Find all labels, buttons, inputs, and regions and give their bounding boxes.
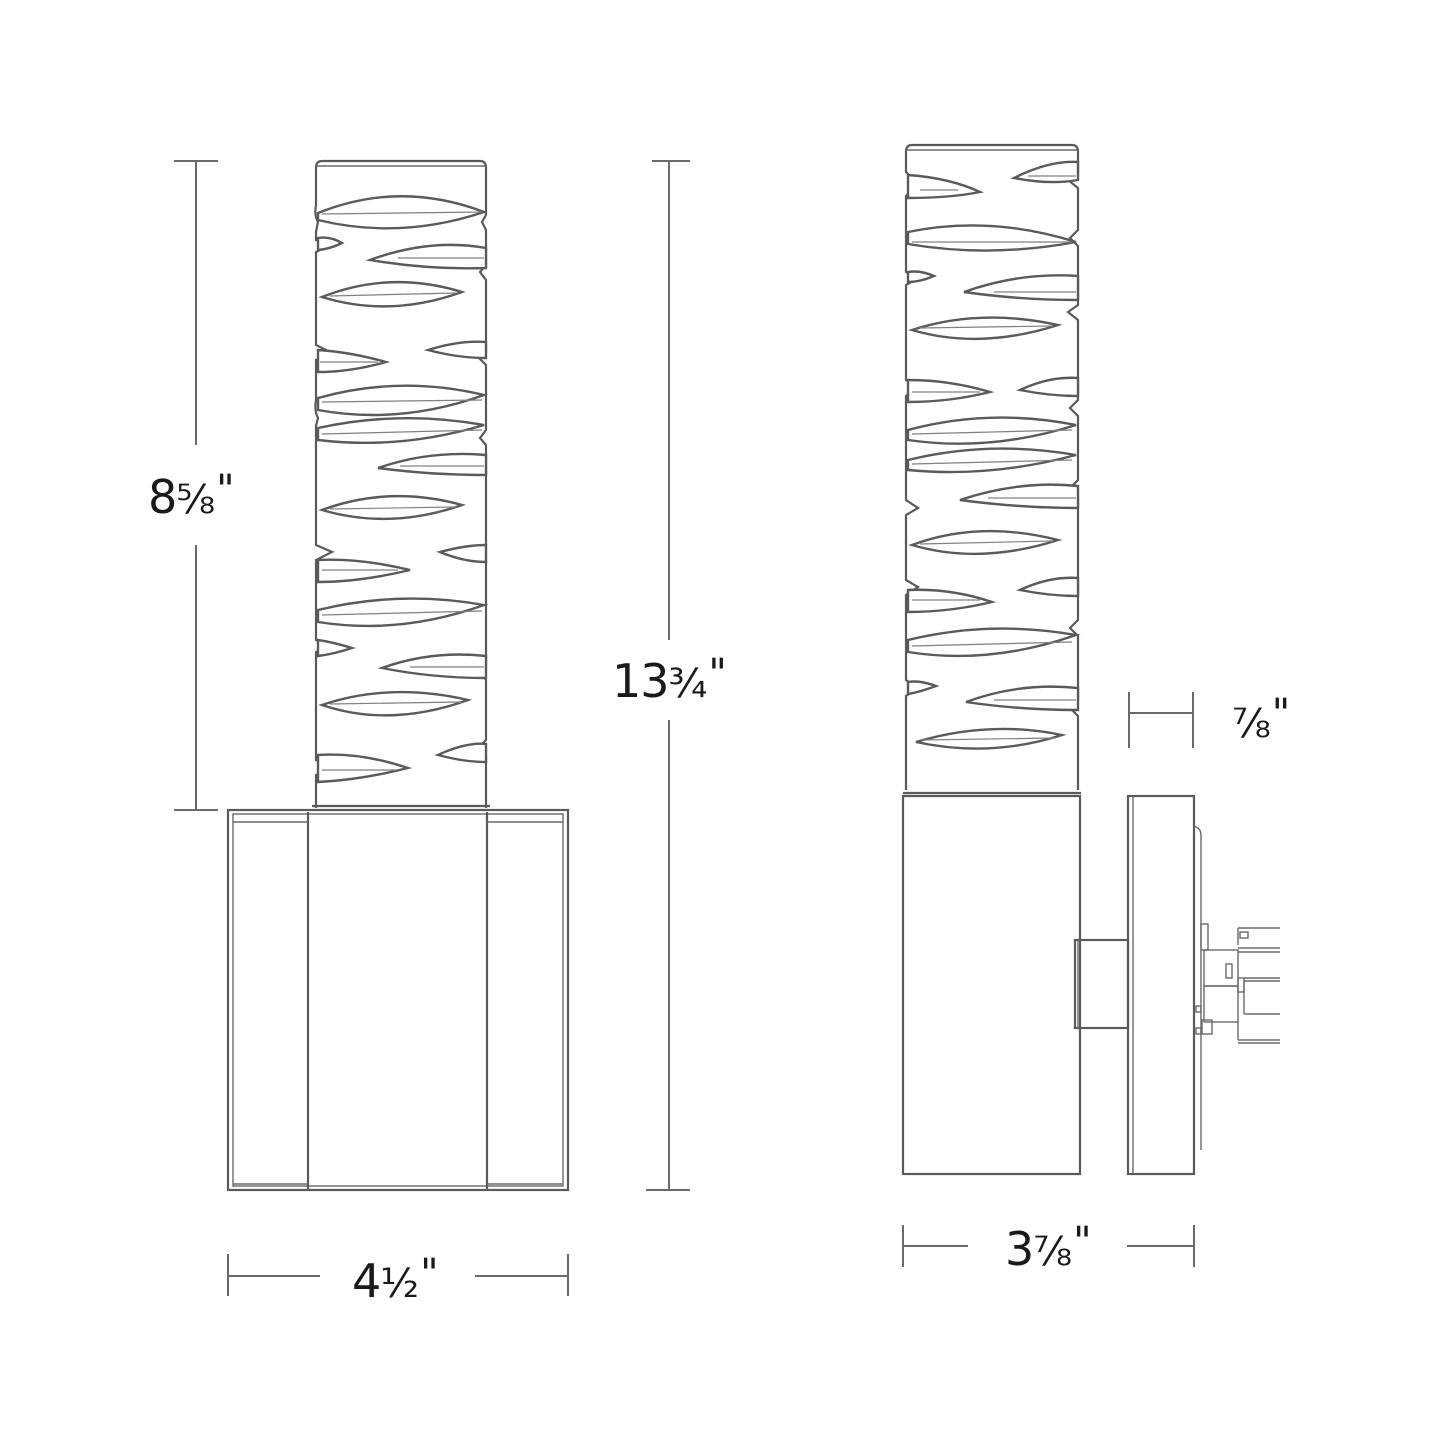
dimension-front-width [227,1254,569,1296]
label-backplate-depth-unit: " [1271,691,1291,737]
label-overall-height-unit: " [708,651,727,697]
dimension-side-depth [902,1225,1195,1267]
label-side-depth-whole: 3 [1005,1222,1034,1276]
label-overall-height-whole: 13 [612,654,670,708]
label-overall-height-frac: ¾ [668,661,708,707]
front-canopy [226,808,570,1192]
label-side-depth: 3⅞" [1005,1219,1092,1275]
label-shade-height-whole: 8 [148,470,177,524]
label-side-depth-frac: ⅞ [1033,1229,1073,1275]
side-shade-cutouts [906,160,1081,750]
side-body [901,794,1130,1176]
side-view [901,143,1280,1267]
dimension-overall-height [646,160,690,1191]
label-shade-height: 8⅝" [148,467,235,523]
side-backplate [1126,794,1202,1176]
label-backplate-depth: ⅞" [1232,691,1291,747]
label-front-width-unit: " [420,1251,439,1297]
dimension-shade-height [174,160,218,811]
label-front-width-whole: 4 [352,1254,381,1308]
front-view [174,159,690,1296]
label-front-width: 4½" [352,1251,439,1307]
side-mounting-hardware [1195,923,1280,1044]
label-overall-height: 13¾" [612,654,727,704]
dimension-backplate-depth [1128,692,1194,748]
label-shade-height-frac: ⅝ [176,477,216,523]
front-shade-cutouts [316,195,489,784]
label-side-depth-unit: " [1073,1219,1092,1265]
label-shade-height-unit: " [216,467,235,513]
label-front-width-frac: ½ [380,1261,420,1307]
label-backplate-depth-frac: ⅞ [1232,701,1271,747]
